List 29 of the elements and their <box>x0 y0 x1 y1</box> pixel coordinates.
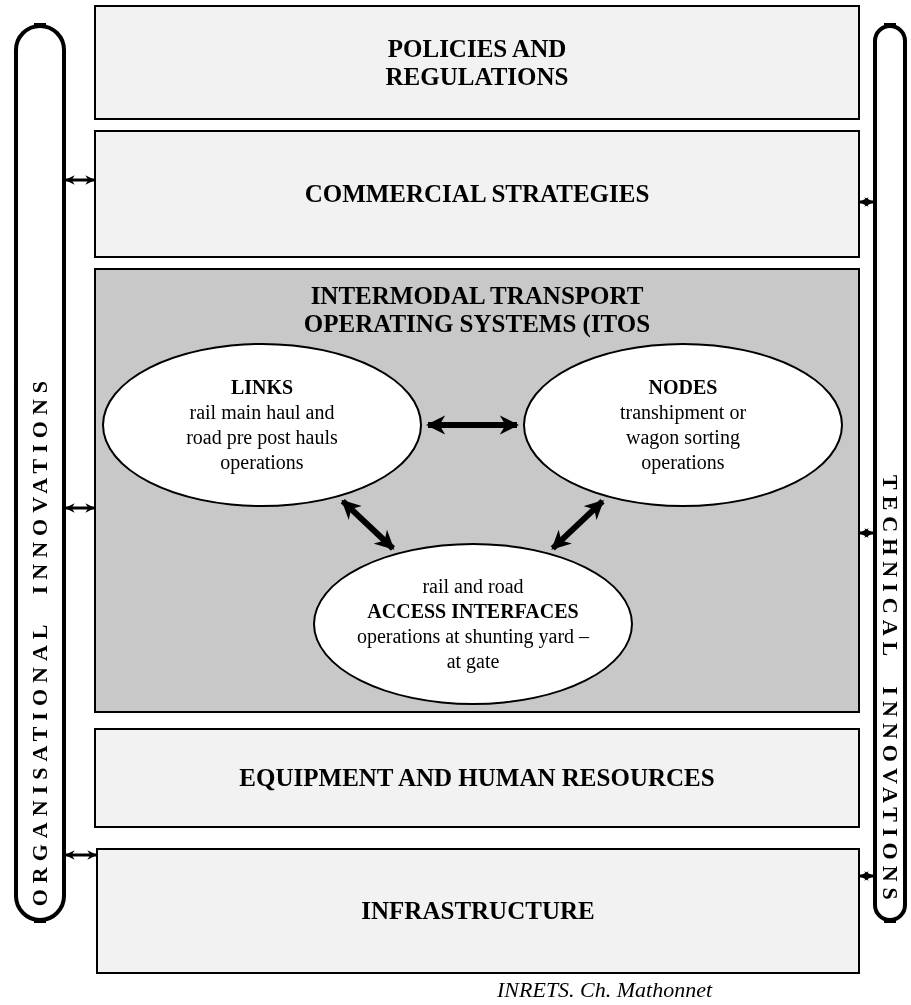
band-label: TECHNICAL INNOVATIONS <box>877 475 903 906</box>
layer-box <box>94 130 860 258</box>
double-arrow <box>550 499 605 551</box>
double-arrow <box>65 850 97 860</box>
credit-note: INRETS. Ch. Mathonnet <box>497 977 713 1003</box>
double-arrow <box>859 871 874 881</box>
ellipse-text: rail and road <box>422 574 524 599</box>
double-arrow <box>65 175 95 185</box>
layer-title: POLICIES AND REGULATIONS <box>384 35 570 90</box>
layer-box <box>94 728 860 828</box>
double-arrow <box>859 528 874 538</box>
ellipse-heading: LINKS <box>230 375 294 400</box>
layer-box <box>96 848 860 974</box>
ellipse-text: rail main haul and road pre post hauls operations <box>185 400 339 475</box>
band-label: ORGANISATIONAL INNOVATIONS <box>27 374 53 906</box>
layer-title: INTERMODAL TRANSPORT OPERATING SYSTEMS (ITOS <box>302 282 652 337</box>
system-panel <box>94 268 860 713</box>
ellipse-heading: NODES <box>648 375 718 400</box>
double-arrow <box>340 499 396 551</box>
layer-title: INFRASTRUCTURE <box>361 897 595 925</box>
double-arrow <box>859 197 874 207</box>
double-arrow <box>426 415 519 435</box>
double-arrow <box>65 503 95 513</box>
ellipse-heading: ACCESS INTERFACES <box>367 599 579 624</box>
ellipse-text: operations at shunting yard – at gate <box>355 624 591 674</box>
layer-title: EQUIPMENT AND HUMAN RESOURCES <box>239 764 715 792</box>
layer-box <box>94 5 860 120</box>
layer-title: COMMERCIAL STRATEGIES <box>304 180 650 208</box>
ellipse-text: transhipment or wagon sorting operations <box>618 400 748 475</box>
